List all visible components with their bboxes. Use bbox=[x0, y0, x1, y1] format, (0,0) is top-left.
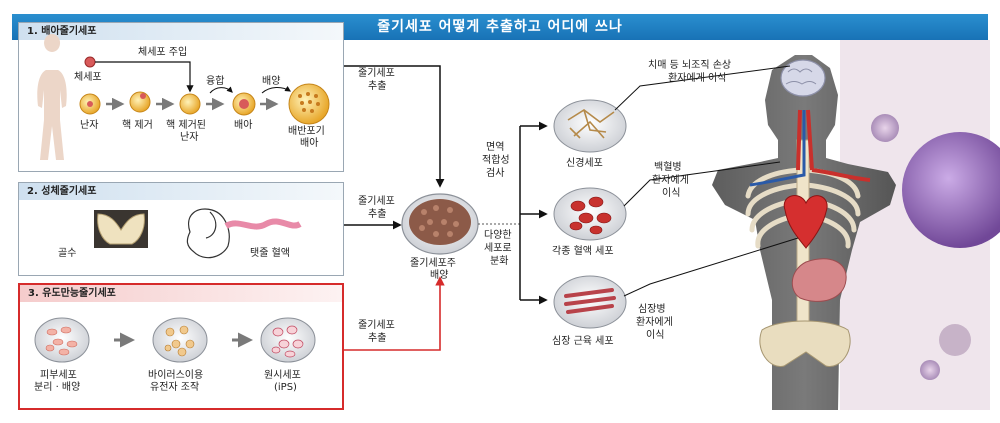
background-cell bbox=[939, 324, 971, 356]
enucleated-egg-label-line1: 핵 제거된 bbox=[166, 120, 206, 131]
egg-nucleus-removal bbox=[129, 91, 151, 113]
blastocyst-label-line1: 배반포기 bbox=[288, 126, 325, 137]
extraction-label-1-line1: 줄기세포 bbox=[358, 68, 395, 79]
heart-muscle-label: 심장 근육 세포 bbox=[552, 336, 614, 347]
embryo-label: 배아 bbox=[234, 120, 253, 131]
fusion-arrow bbox=[209, 86, 233, 94]
panel-embryonic-stem-cells: 1. 배아줄기세포 bbox=[18, 22, 344, 172]
vein bbox=[749, 110, 806, 187]
fusion-label: 융합 bbox=[206, 76, 225, 87]
somatic-cell bbox=[84, 56, 96, 68]
panel-title: 1. 배아줄기세포 bbox=[19, 23, 343, 40]
differentiation-label-line2: 세포로 bbox=[484, 243, 512, 254]
leukemia-use-label-line2: 환자에게 bbox=[652, 175, 689, 186]
virus-dish bbox=[152, 317, 208, 363]
extraction-label-3-line2: 추출 bbox=[368, 333, 387, 344]
umbilical-cord bbox=[224, 218, 302, 230]
injection-label: 체세포 주입 bbox=[138, 47, 188, 58]
callout-leukemia bbox=[623, 161, 781, 207]
culture-dish-label-line1: 줄기세포주 bbox=[410, 258, 456, 269]
ips-label-line2: (iPS) bbox=[274, 382, 297, 393]
panel-title: 2. 성체줄기세포 bbox=[19, 183, 343, 200]
extraction-label-2-line1: 줄기세포 bbox=[358, 196, 395, 207]
culture-dish-label-line2: 배양 bbox=[430, 270, 449, 281]
woman-silhouette bbox=[37, 34, 67, 160]
virus-label-line2: 유전자 조작 bbox=[150, 382, 200, 393]
nucleus-removed-label: 핵 제거 bbox=[122, 120, 153, 131]
pelvis bbox=[759, 320, 851, 367]
virus-label-line1: 바이러스이용 bbox=[148, 370, 204, 381]
differentiation-label-line1: 다양한 bbox=[484, 230, 512, 241]
panel-title: 3. 유도만능줄기세포 bbox=[20, 285, 342, 302]
injection-arrow bbox=[95, 61, 194, 93]
background-cell bbox=[902, 132, 1000, 248]
callout-heart bbox=[623, 237, 799, 297]
artery bbox=[796, 109, 871, 182]
arrow-panel1-to-culture bbox=[344, 65, 445, 188]
cord-blood-label: 탯줄 혈액 bbox=[250, 248, 290, 259]
blastocyst-label-line2: 배아 bbox=[300, 138, 319, 149]
heart-use-label-line3: 이식 bbox=[646, 330, 665, 341]
arrow-panel3-to-culture bbox=[344, 276, 445, 351]
extraction-label-2-line2: 추출 bbox=[368, 209, 387, 220]
heart bbox=[783, 195, 828, 249]
enucleated-egg-label-line2: 난자 bbox=[180, 132, 199, 143]
heart-use-label-line2: 환자에게 bbox=[636, 317, 673, 328]
enucleated-egg bbox=[179, 93, 201, 115]
extraction-label-3-line1: 줄기세포 bbox=[358, 320, 395, 331]
background-cell bbox=[920, 360, 940, 380]
skin-cells-label-line2: 분리 · 배양 bbox=[34, 382, 81, 393]
somatic-cell-label: 체세포 bbox=[74, 72, 102, 83]
nerve-cell-label: 신경세포 bbox=[566, 158, 603, 169]
differentiation-label-line3: 분화 bbox=[490, 256, 509, 267]
culture-arrow bbox=[261, 85, 292, 94]
immune-test-label-line2: 적합성 bbox=[482, 155, 510, 166]
panel-adult-stem-cells: 2. 성체줄기세포 bbox=[18, 182, 344, 276]
blastocyst bbox=[288, 83, 330, 125]
brain-use-label-line2: 환자에게 이식 bbox=[668, 73, 727, 84]
culture-label: 배양 bbox=[262, 76, 281, 87]
leukemia-use-label-line1: 백혈병 bbox=[654, 162, 682, 173]
background-cell bbox=[871, 114, 899, 142]
stomach bbox=[791, 258, 847, 302]
immune-test-label-line1: 면역 bbox=[486, 142, 505, 153]
immune-test-label-line3: 검사 bbox=[486, 168, 505, 179]
brain-use-label-line1: 치매 등 뇌조직 손상 bbox=[648, 60, 732, 71]
ips-label-line1: 원시세포 bbox=[264, 370, 301, 381]
blood-cell-label: 각종 혈액 세포 bbox=[552, 246, 614, 257]
bone-marrow-label: 골수 bbox=[58, 248, 77, 259]
skin-cells-label-line1: 피부세포 bbox=[40, 370, 77, 381]
heart-use-label-line1: 심장병 bbox=[638, 304, 666, 315]
fetus-outline bbox=[186, 208, 230, 259]
nerve-cell-dish bbox=[553, 99, 627, 153]
callout-brain bbox=[614, 65, 791, 111]
leukemia-use-label-line3: 이식 bbox=[662, 188, 681, 199]
extraction-label-1-line2: 추출 bbox=[368, 81, 387, 92]
egg-label: 난자 bbox=[80, 120, 99, 131]
